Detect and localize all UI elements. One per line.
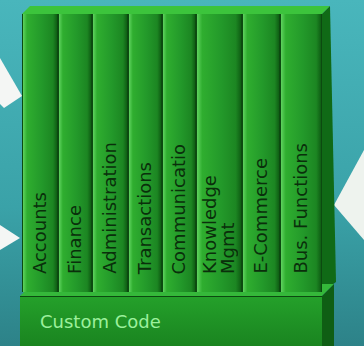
slab-roof — [22, 6, 330, 14]
base-slab: Custom Code — [20, 296, 322, 346]
base-label: Custom Code — [40, 311, 161, 332]
module-slab: Communicatio — [162, 14, 196, 292]
module-label: Administration — [101, 142, 119, 274]
module-slab: Knowledge Mgmt — [196, 14, 242, 292]
module-label: Knowledge Mgmt — [201, 174, 237, 274]
module-label: Transactions — [136, 162, 154, 274]
arrow-right — [334, 150, 364, 240]
arrow-left — [0, 58, 22, 108]
module-slab: Finance — [58, 14, 92, 292]
module-slab: E-Commerce — [242, 14, 280, 292]
module-slab: Administration — [92, 14, 128, 292]
module-label: E-Commerce — [252, 158, 270, 274]
module-label: Communicatio — [170, 144, 188, 274]
arrow-left-lower — [0, 225, 20, 250]
module-slab: Bus. Functions — [280, 14, 322, 292]
module-slab: Transactions — [128, 14, 162, 292]
base-side — [322, 284, 334, 346]
module-label: Finance — [66, 205, 84, 274]
slab-side — [322, 6, 336, 292]
module-label: Bus. Functions — [292, 143, 310, 274]
module-slab: Accounts — [22, 14, 58, 292]
module-label: Accounts — [31, 192, 49, 274]
